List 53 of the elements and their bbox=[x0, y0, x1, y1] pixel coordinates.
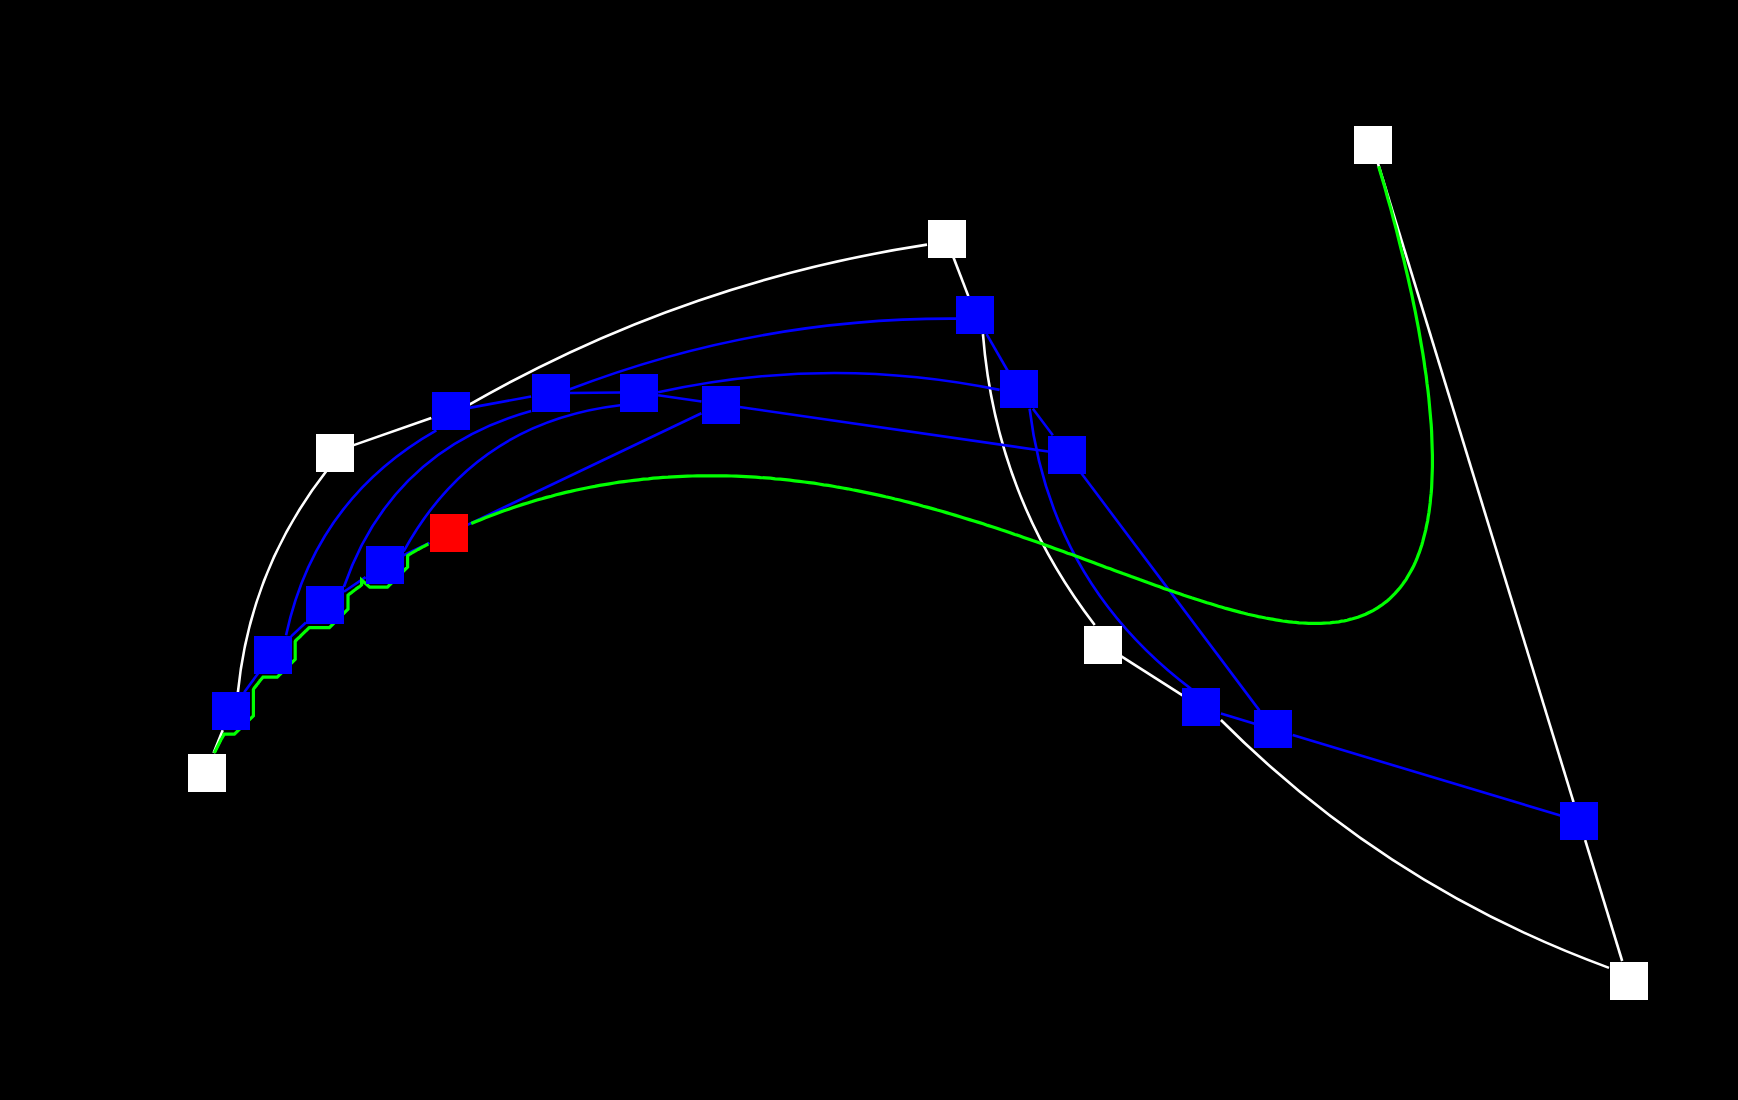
control-polygon-line bbox=[352, 416, 432, 447]
bezier-curve bbox=[212, 542, 430, 754]
construction-line bbox=[243, 672, 260, 693]
control-point-marker bbox=[927, 219, 965, 257]
construction-point-marker bbox=[305, 585, 344, 624]
construction-line bbox=[402, 403, 621, 553]
construction-point-marker bbox=[620, 373, 659, 412]
control-point-marker bbox=[315, 433, 353, 471]
control-polygon-line bbox=[1120, 655, 1184, 697]
construction-point-marker bbox=[1254, 710, 1293, 749]
construction-line bbox=[1292, 733, 1561, 817]
control-polygon-line bbox=[1376, 162, 1575, 803]
construction-point-marker bbox=[1048, 435, 1087, 474]
construction-point-marker bbox=[431, 392, 470, 431]
construction-line bbox=[569, 391, 621, 395]
construction-line bbox=[403, 541, 430, 557]
construction-line bbox=[1028, 408, 1192, 690]
construction-line bbox=[290, 621, 307, 638]
bezier-curve bbox=[470, 165, 1434, 625]
control-point-marker bbox=[1353, 125, 1391, 163]
construction-point-marker bbox=[1560, 802, 1599, 841]
control-polygon-line bbox=[236, 470, 328, 693]
construction-line bbox=[657, 393, 702, 403]
construction-point-marker bbox=[253, 635, 292, 674]
construction-line bbox=[657, 371, 1000, 394]
construction-line bbox=[1220, 712, 1256, 725]
control-polygon-line bbox=[212, 729, 224, 754]
control-point-marker bbox=[1609, 961, 1647, 999]
construction-line bbox=[739, 405, 1049, 453]
construction-point-marker bbox=[956, 296, 995, 335]
construction-line bbox=[1080, 472, 1261, 712]
control-polygon-line bbox=[1220, 719, 1610, 970]
construction-point-marker bbox=[211, 692, 250, 731]
construction-point-marker bbox=[365, 545, 404, 584]
construction-line bbox=[284, 429, 438, 636]
control-polygon-line bbox=[468, 243, 928, 406]
construction-point-marker bbox=[531, 374, 570, 413]
control-polygon-line bbox=[981, 334, 1096, 626]
curve-point-marker bbox=[429, 514, 468, 553]
construction-line bbox=[568, 317, 957, 391]
construction-point-marker bbox=[1182, 688, 1221, 727]
construction-line bbox=[342, 409, 532, 588]
construction-line bbox=[466, 412, 702, 526]
control-polygon-line bbox=[952, 256, 970, 297]
construction-point-marker bbox=[701, 385, 740, 424]
construction-point-marker bbox=[999, 370, 1038, 409]
control-point-marker bbox=[1083, 625, 1121, 663]
construction-line bbox=[469, 395, 532, 410]
control-polygon-line bbox=[1583, 839, 1624, 962]
control-point-marker bbox=[187, 753, 225, 791]
construction-line bbox=[985, 333, 1009, 372]
construction-line bbox=[1031, 407, 1054, 437]
construction-line bbox=[343, 576, 367, 593]
